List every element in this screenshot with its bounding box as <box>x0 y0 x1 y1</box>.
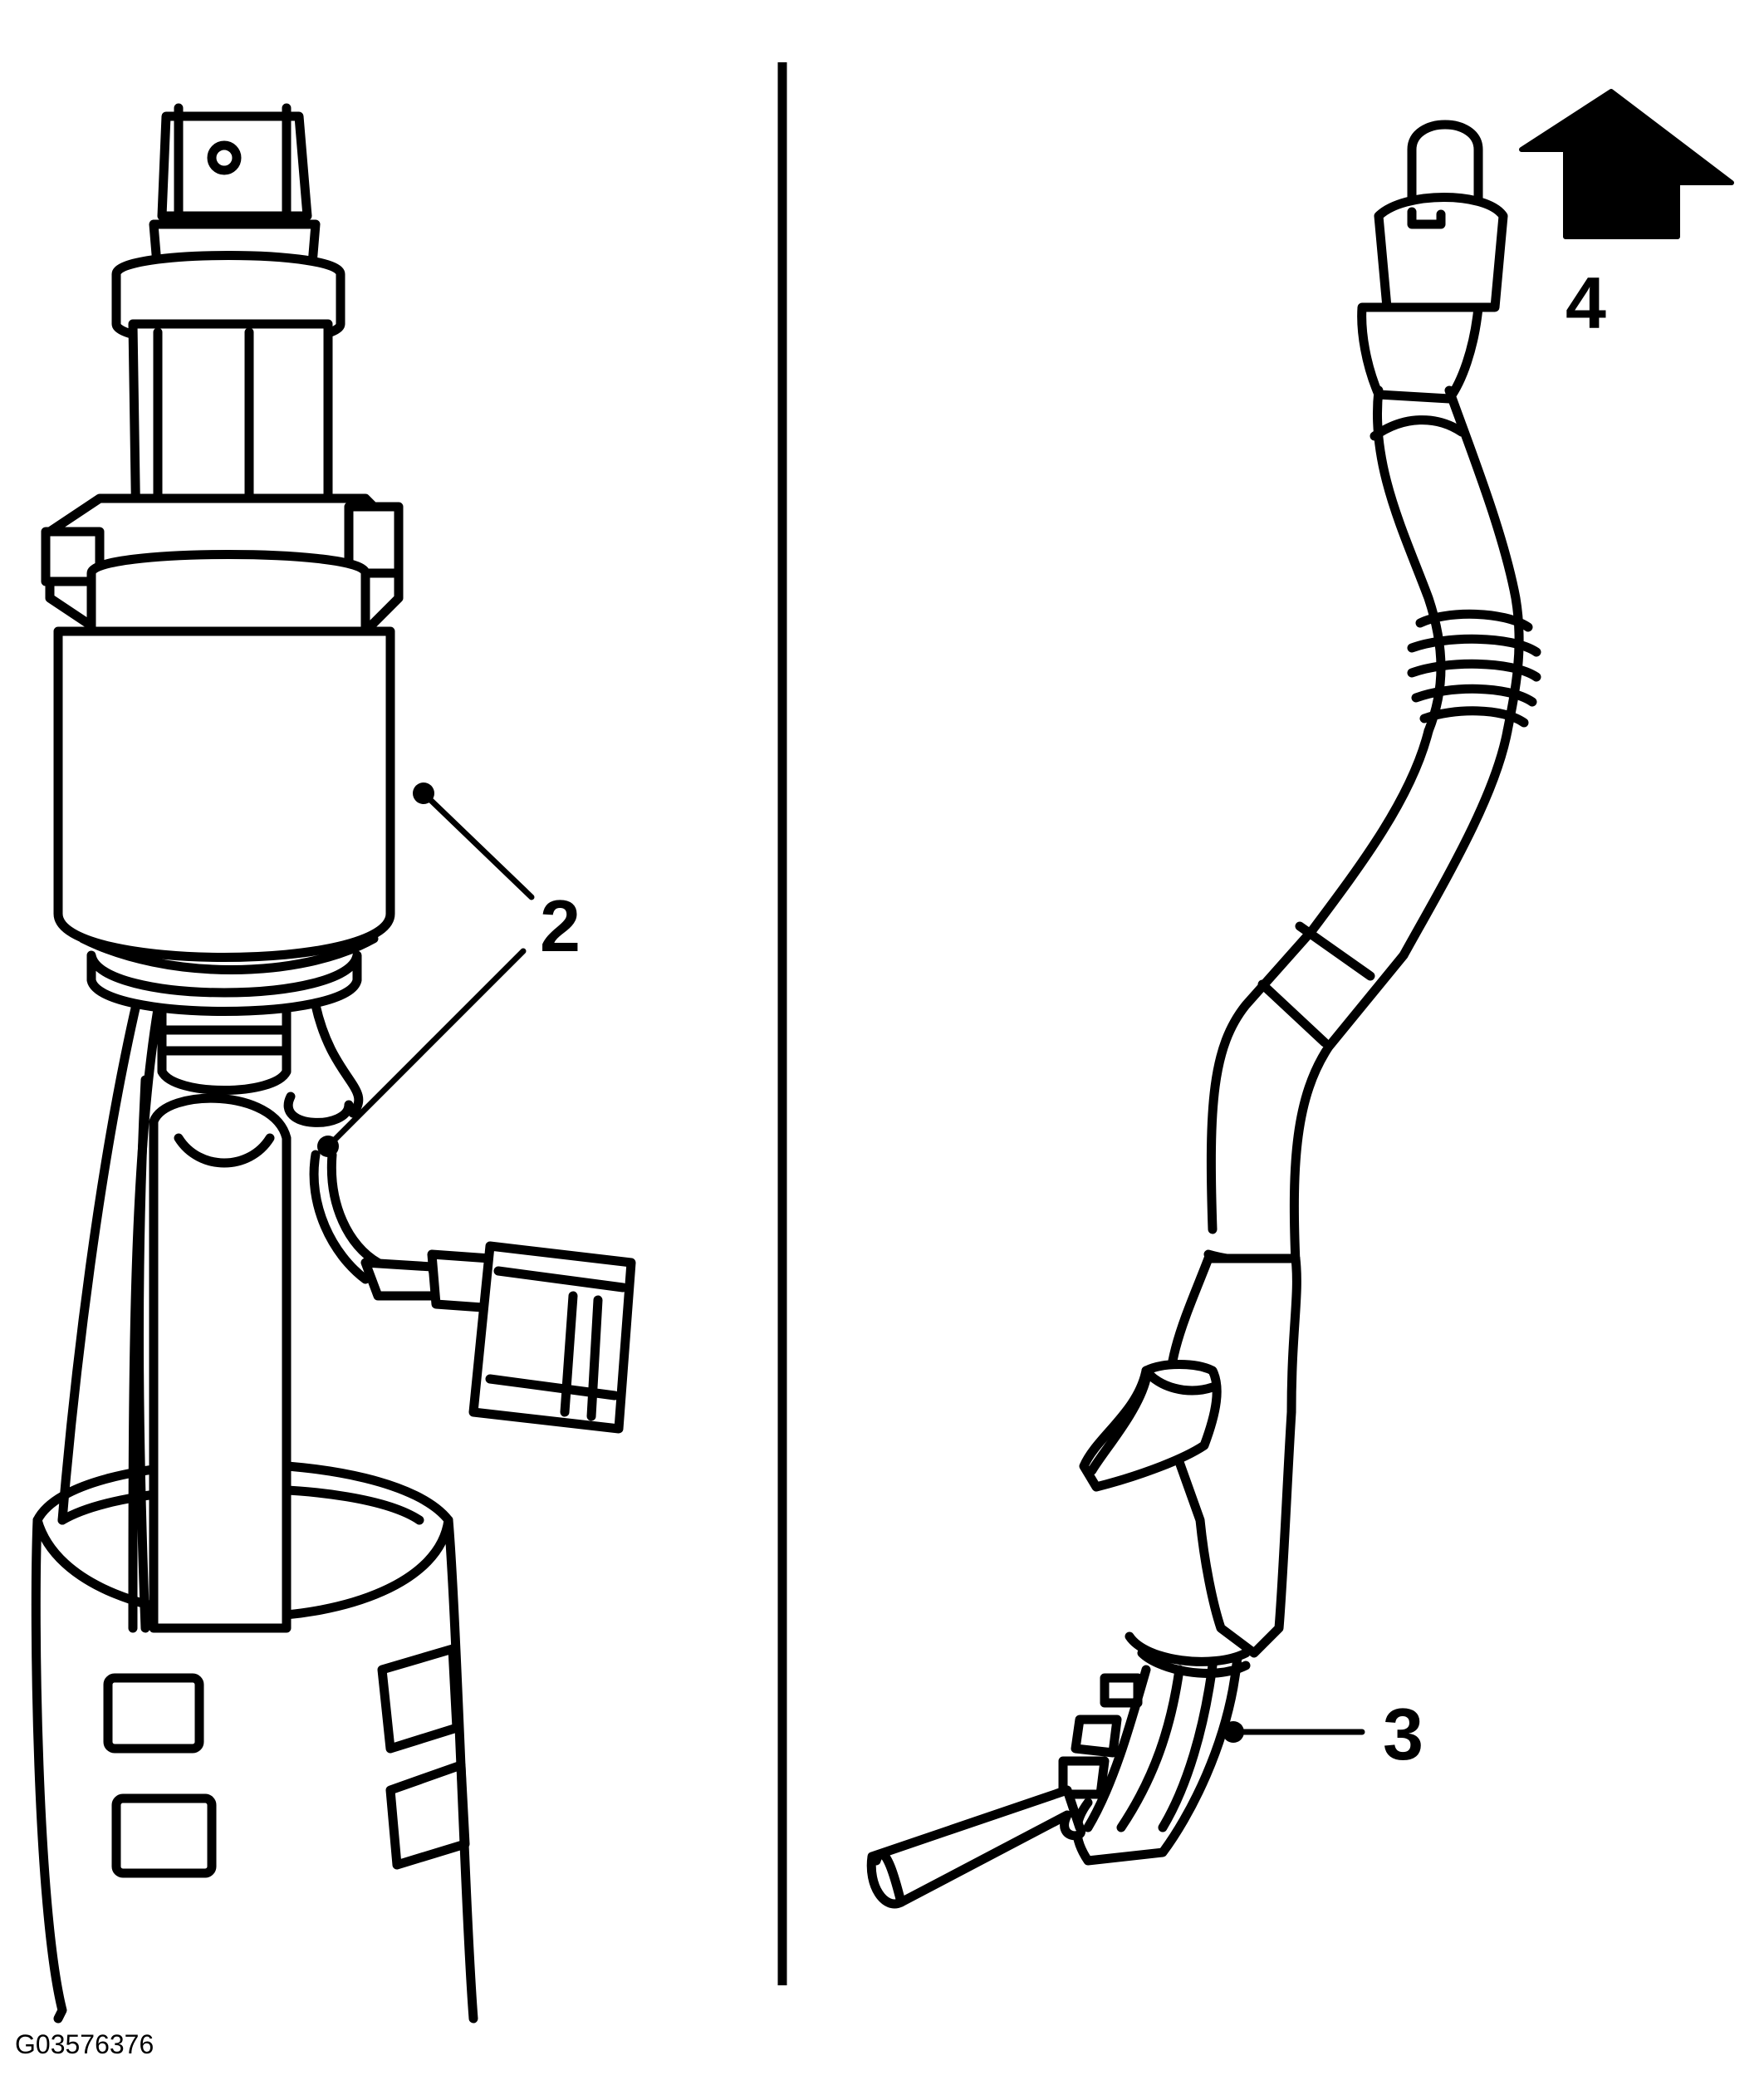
pump-connector <box>309 1150 636 1434</box>
callout-label-direction: 4 <box>1566 262 1606 344</box>
top-fitting <box>111 103 345 595</box>
line-end-cap <box>1407 120 1483 213</box>
callout-2-leaders <box>317 782 535 1157</box>
fuel-line-harness: 3 4 <box>866 89 1734 1909</box>
callout-label-harness: 3 <box>1383 1693 1423 1775</box>
callout-label-pump: 2 <box>540 885 581 967</box>
pump-body <box>53 626 395 1095</box>
ribbed-section <box>1407 609 1541 728</box>
upward-arrow-icon <box>1519 89 1734 239</box>
harness-connector <box>1058 1652 1242 1866</box>
fuel-pump-assembly: 2 <box>31 103 636 2024</box>
hoses <box>57 996 364 1633</box>
figure-id: G03576376 <box>15 2029 154 2059</box>
pump-collar <box>41 493 404 636</box>
